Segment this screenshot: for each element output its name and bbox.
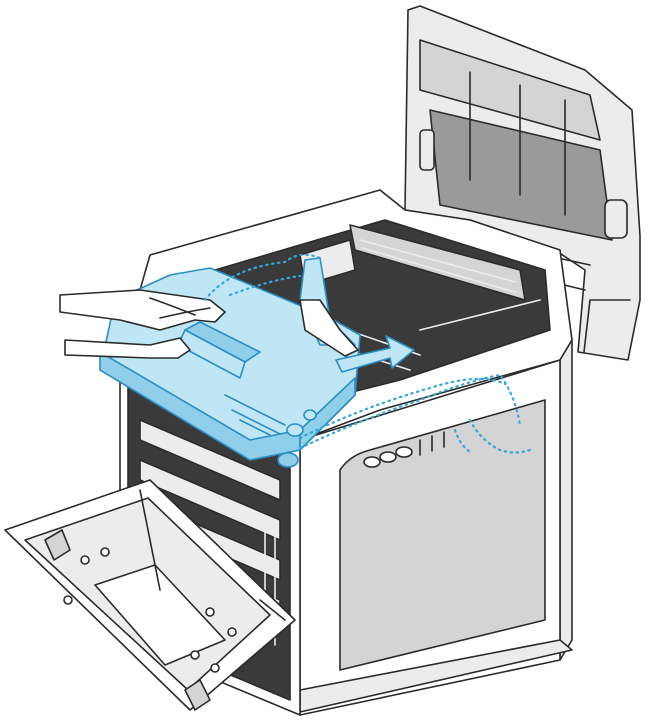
top-cover-open <box>404 5 641 361</box>
control-panel <box>363 431 445 468</box>
front-door-open <box>4 479 296 711</box>
arrow-icon <box>335 335 415 373</box>
hand-icon <box>59 289 359 359</box>
cartridge-path-guide <box>203 253 532 454</box>
